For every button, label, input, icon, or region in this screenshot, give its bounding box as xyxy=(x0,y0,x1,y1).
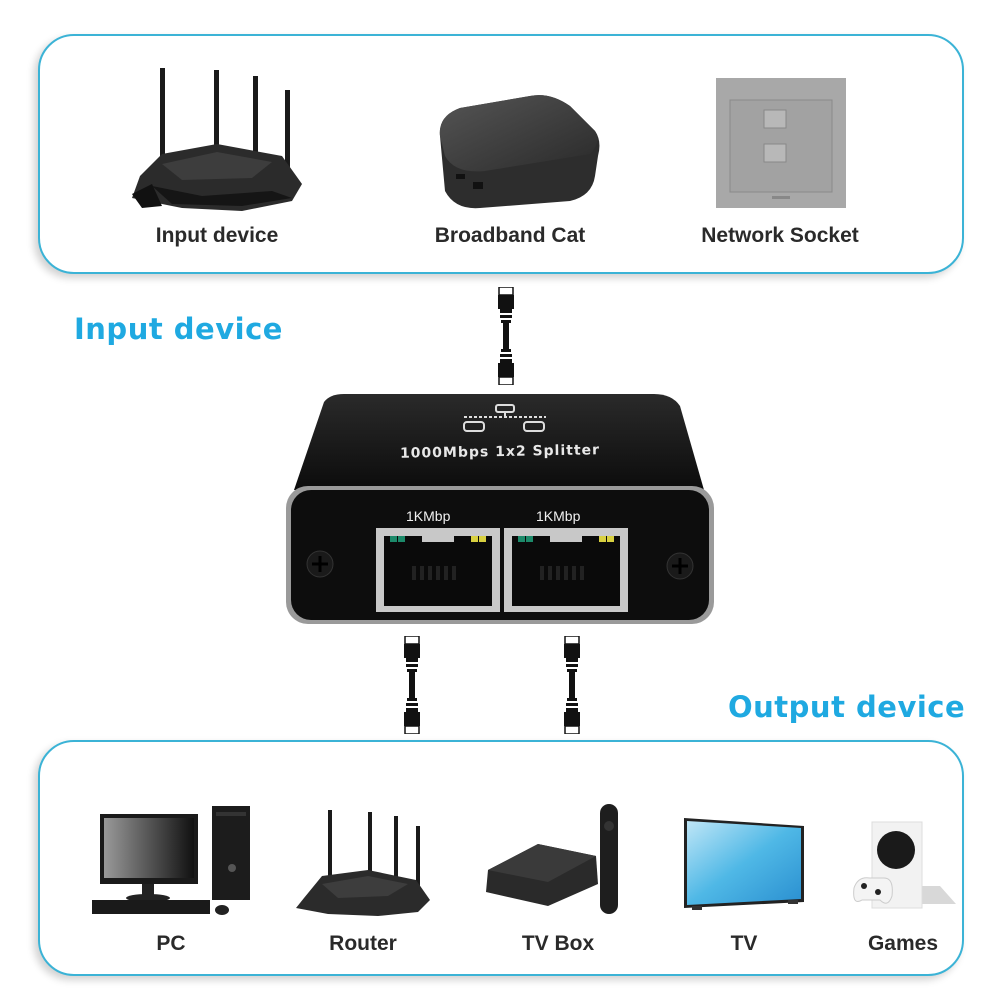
router-icon xyxy=(132,68,302,211)
output-devices-panel: PC Router TV Box TV xyxy=(38,740,964,976)
output-device-pc: PC xyxy=(86,800,256,970)
output-device-tv: TV xyxy=(674,800,814,970)
game-console-icon xyxy=(853,821,956,909)
input-device-router-label: Input device xyxy=(155,224,279,247)
rj45-port-1 xyxy=(376,528,500,612)
input-device-heading: Input device xyxy=(74,312,283,346)
input-device-router: Input device xyxy=(122,56,312,256)
ethernet-cable-icon xyxy=(498,287,514,385)
input-device-network-socket: Network Socket xyxy=(680,56,880,256)
port-2-label: 1KMbp xyxy=(536,508,581,524)
ethernet-splitter: 1000Mbps 1x2 Splitter 1KMbp 1KMbp xyxy=(284,390,716,626)
output-device-router-label: Router xyxy=(329,932,397,955)
input-device-network-socket-label: Network Socket xyxy=(701,224,859,247)
router-icon xyxy=(296,810,430,916)
output-device-tv-box-label: TV Box xyxy=(521,932,595,955)
output-device-tv-label: TV xyxy=(730,932,758,955)
pc-icon xyxy=(92,806,250,915)
screw-icon xyxy=(666,552,694,580)
input-device-broadband-cat-label: Broadband Cat xyxy=(434,224,586,247)
tv-icon xyxy=(684,818,804,910)
broadband-cat-icon xyxy=(439,95,600,209)
input-devices-panel: Input device Broadband Cat Network Socke… xyxy=(38,34,964,274)
tv-box-icon xyxy=(486,804,618,914)
output-device-tv-box: TV Box xyxy=(478,800,638,970)
splitter-body xyxy=(286,394,714,624)
output-device-router: Router xyxy=(288,800,438,970)
output-device-heading: Output device xyxy=(728,690,966,724)
ethernet-cable-icon xyxy=(564,636,580,734)
network-socket-icon xyxy=(716,78,846,208)
output-device-games-label: Games xyxy=(867,932,939,955)
screw-icon xyxy=(306,550,334,578)
port-1-label: 1KMbp xyxy=(406,508,451,524)
output-device-pc-label: PC xyxy=(156,932,186,955)
ethernet-cable-icon xyxy=(404,636,420,734)
rj45-port-2 xyxy=(504,528,628,612)
output-device-games: Games xyxy=(848,800,958,970)
network-topology-icon xyxy=(463,404,546,432)
input-device-broadband-cat: Broadband Cat xyxy=(410,56,610,256)
